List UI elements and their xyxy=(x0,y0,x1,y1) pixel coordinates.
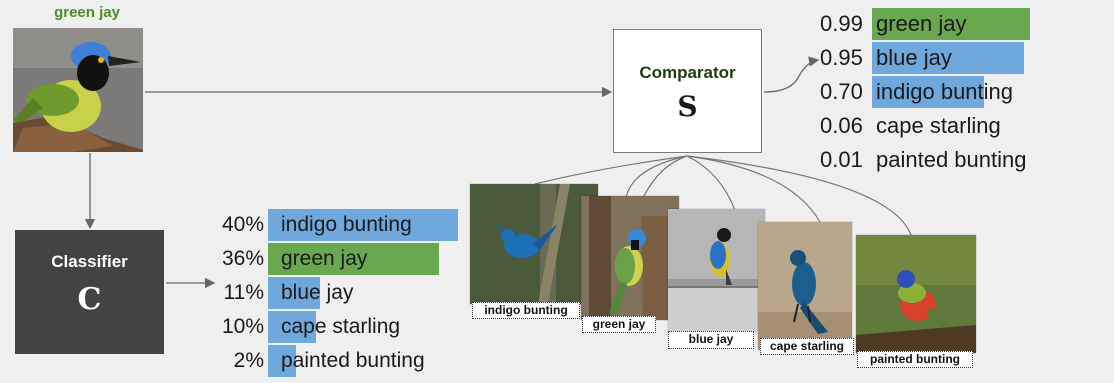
prob-label: indigo bunting xyxy=(281,213,412,236)
exemplar-to-comparator-line-1 xyxy=(534,155,688,185)
score-value: 0.70 xyxy=(820,79,863,104)
exemplar-caption-blue-jay: blue jay xyxy=(668,331,754,349)
prob-value: 2% xyxy=(233,349,264,372)
comparator-box: Comparator S xyxy=(613,29,762,153)
classifier-title: Classifier xyxy=(51,252,128,271)
prob-value: 40% xyxy=(221,213,264,236)
score-label: indigo bunting xyxy=(876,79,1014,104)
exemplar-to-comparator-line-3 xyxy=(643,155,688,197)
score-value: 0.06 xyxy=(820,113,863,138)
indigo-bunting-exemplar-image xyxy=(470,184,598,304)
score-label: blue jay xyxy=(876,45,952,70)
exemplar-to-comparator-line-4 xyxy=(686,155,821,223)
score-bar xyxy=(872,76,984,108)
blue-jay-exemplar-image xyxy=(668,209,765,331)
exemplar-caption-indigo-bunting: indigo bunting xyxy=(472,302,580,319)
prob-bar xyxy=(268,311,316,343)
prob-bar xyxy=(268,345,296,377)
comparator-to-scores-arrow xyxy=(763,56,820,93)
prob-bar xyxy=(268,277,320,309)
exemplar-to-comparator-line-5 xyxy=(686,155,912,236)
exemplar-to-comparator-line-6 xyxy=(686,155,736,211)
prob-bar xyxy=(268,209,458,241)
exemplar-caption-green-jay: green jay xyxy=(582,316,656,333)
comparator-title: Comparator xyxy=(639,63,736,82)
prob-value: 10% xyxy=(221,315,264,338)
prob-label: cape starling xyxy=(281,315,401,338)
prob-label: blue jay xyxy=(281,281,354,304)
cape-starling-exemplar-image xyxy=(758,222,852,350)
score-value: 0.99 xyxy=(820,11,863,36)
exemplar-caption-cape-starling: cape starling xyxy=(760,338,854,355)
green-jay-exemplar-image xyxy=(581,196,679,320)
query-label: green jay xyxy=(54,4,120,21)
exemplar-to-comparator-line-2 xyxy=(625,155,688,199)
prob-bar xyxy=(268,243,439,275)
score-label: cape starling xyxy=(876,113,1001,138)
painted-bunting-exemplar-image xyxy=(856,235,976,353)
classifier-box: Classifier C xyxy=(15,230,164,354)
score-value: 0.95 xyxy=(820,45,863,70)
prob-value: 36% xyxy=(221,247,264,270)
score-label: painted bunting xyxy=(876,147,1027,172)
comparator-symbol: S xyxy=(677,90,698,123)
green-jay-query-image xyxy=(13,28,143,152)
score-bar xyxy=(872,8,1030,40)
prob-label: green jay xyxy=(281,247,368,270)
exemplar-caption-painted-bunting: painted bunting xyxy=(857,351,973,368)
score-value: 0.01 xyxy=(820,147,863,172)
prob-label: painted bunting xyxy=(281,349,425,372)
score-label: green jay xyxy=(876,11,967,36)
classifier-symbol: C xyxy=(77,282,102,317)
prob-value: 11% xyxy=(223,281,264,304)
score-bar xyxy=(872,42,1024,74)
